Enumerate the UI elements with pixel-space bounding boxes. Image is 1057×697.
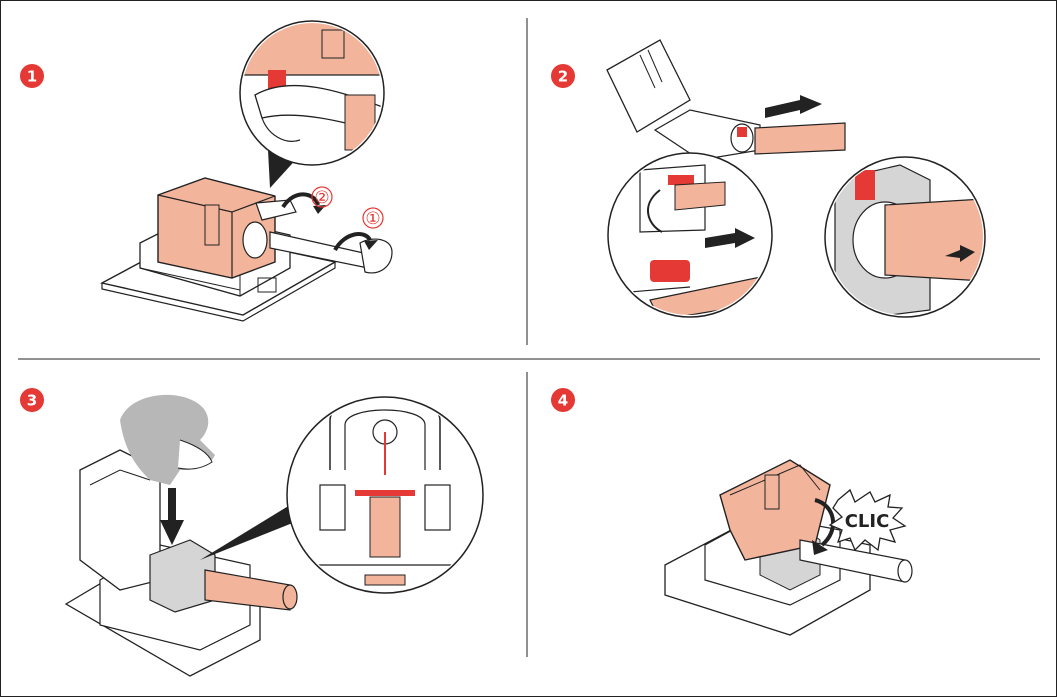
insert-arrow-top [765, 95, 822, 118]
step-badge-4: 4 [551, 388, 575, 412]
cable-2 [755, 123, 845, 154]
screwdriver-tip [256, 200, 296, 220]
zoom-detail-2a [608, 153, 780, 320]
view-direction-arrow [160, 488, 184, 545]
step-badge-1: 1 [20, 64, 44, 88]
step-number: 3 [27, 392, 37, 410]
step-number: 1 [27, 68, 37, 86]
panel-step-1: 1 ② ① [20, 20, 392, 321]
zoom-detail-3 [287, 397, 483, 593]
zoom-detail-1 [240, 20, 390, 165]
step-badge-2: 2 [551, 64, 575, 88]
module-slot [205, 205, 219, 245]
panel-step-2: 2 [551, 40, 1000, 320]
callout-2-label: ② [314, 188, 329, 208]
step-number: 4 [558, 392, 568, 410]
clic-burst: CLIC [830, 490, 905, 550]
clic-label: CLIC [845, 511, 890, 532]
panel-step-4: 4 CLIC [551, 388, 912, 635]
cable-port [243, 222, 267, 258]
panel-step-3: 3 [20, 388, 483, 676]
callout-1: ① [363, 208, 383, 229]
step-number: 2 [558, 68, 568, 86]
hand [360, 239, 392, 273]
zoom-detail-2b [825, 157, 1000, 320]
step-badge-3: 3 [20, 388, 44, 412]
zoom-pointer [200, 505, 300, 560]
callout-2: ② [312, 187, 332, 208]
callout-1-label: ① [365, 209, 380, 229]
